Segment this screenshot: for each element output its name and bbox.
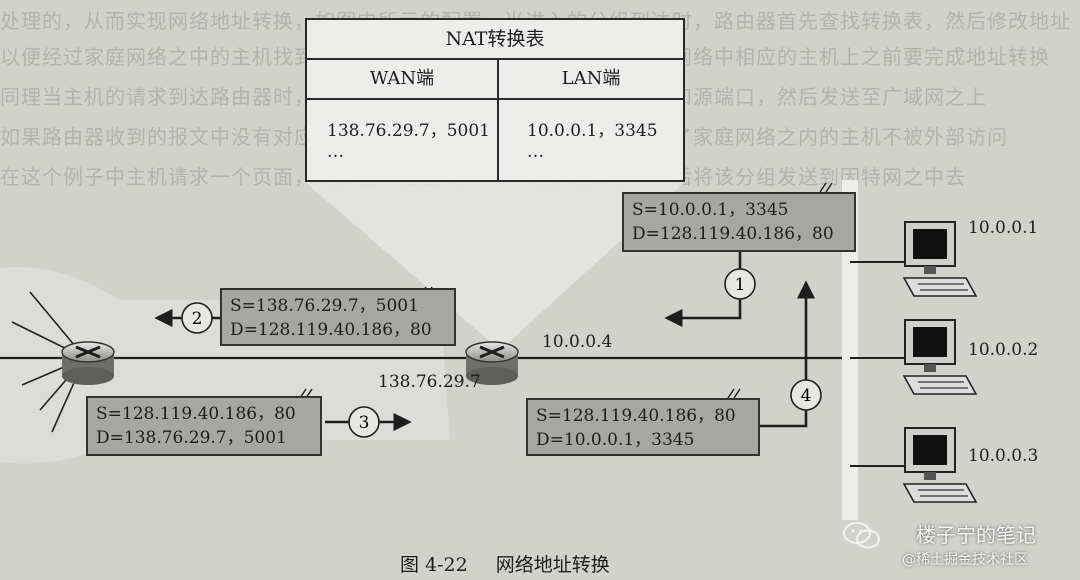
- packet-destination: D=138.76.29.7，5001: [96, 428, 287, 448]
- figure-caption: 图 4-22 网络地址转换: [400, 550, 610, 577]
- nat-table: NAT转换表 WAN端 LAN端 138.76.29.7，5001 10.0.0…: [305, 18, 685, 182]
- step-label-3: 3: [359, 413, 370, 433]
- host-computer-2: [902, 319, 978, 395]
- host-computer-1: [902, 221, 978, 297]
- internet-router: [61, 341, 115, 385]
- host-address-1: 10.0.0.1: [968, 218, 1039, 238]
- host-address-2: 10.0.0.2: [968, 340, 1039, 360]
- packet-box-2: S=138.76.29.7，5001 D=128.119.40.186，80: [220, 288, 456, 346]
- flow-arrow-4: [760, 280, 816, 428]
- host-computer-3: [902, 427, 978, 503]
- step-label-1: 1: [735, 275, 746, 295]
- step-circle-3: [348, 406, 380, 438]
- step-circle-2: [181, 302, 213, 334]
- nat-table-cell-lan: 10.0.0.1，3345: [527, 121, 658, 141]
- packet-source: S=10.0.0.1，3345: [632, 200, 789, 220]
- nat-table-cell-wan: 138.76.29.7，5001: [327, 121, 491, 141]
- packet-destination: D=128.119.40.186，80: [632, 224, 834, 244]
- packet-source: S=138.76.29.7，5001: [230, 296, 419, 316]
- nat-table-title: NAT转换表: [307, 20, 683, 60]
- nat-router: [465, 341, 519, 385]
- nat-table-cell-wan: …: [327, 142, 344, 162]
- packet-destination: D=10.0.0.1，3345: [536, 430, 695, 450]
- step-circle-1: [724, 268, 756, 300]
- packet-box-1: S=10.0.0.1，3345 D=128.119.40.186，80: [622, 192, 856, 252]
- table-callout-funnel: [305, 182, 685, 350]
- step-label-4: 4: [801, 386, 812, 406]
- packet-destination: D=128.119.40.186，80: [230, 320, 432, 340]
- step-circle-4: [790, 379, 822, 411]
- host-address-3: 10.0.0.3: [968, 446, 1039, 466]
- packet-source: S=128.119.40.186，80: [536, 406, 736, 426]
- figure-number: 图 4-22: [400, 554, 468, 576]
- nat-table-cell-lan: …: [527, 142, 544, 162]
- wechat-icon: [843, 522, 880, 549]
- figure-title: 网络地址转换: [495, 554, 610, 576]
- nat-router-wan-address: 138.76.29.7: [378, 372, 481, 392]
- packet-box-3: S=128.119.40.186，80 D=138.76.29.7，5001: [86, 396, 322, 456]
- nat-table-header-lan: LAN端: [499, 60, 683, 100]
- nat-table-divider: [497, 98, 499, 180]
- watermark-title: 楼子宁的笔记: [916, 523, 1036, 547]
- nat-router-lan-address: 10.0.0.4: [542, 332, 613, 352]
- watermark-source: @稀土掘金技术社区: [902, 552, 1028, 568]
- packet-source: S=128.119.40.186，80: [96, 404, 296, 424]
- step-label-2: 2: [192, 309, 203, 329]
- packet-box-4: S=128.119.40.186，80 D=10.0.0.1，3345: [526, 398, 760, 456]
- nat-table-header-wan: WAN端: [307, 60, 499, 100]
